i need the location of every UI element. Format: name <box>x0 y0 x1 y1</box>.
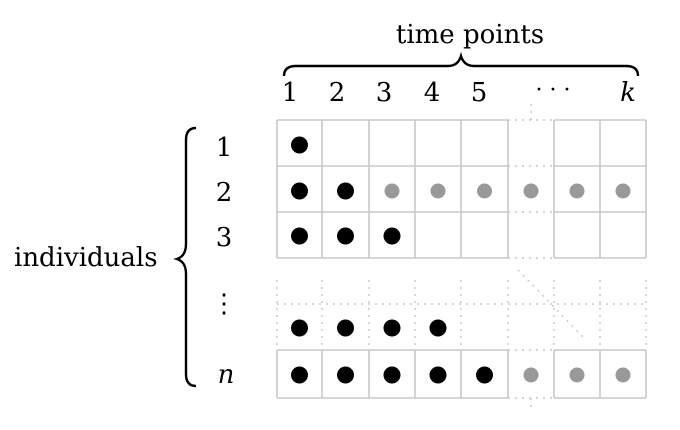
individuals-axis-label: individuals <box>14 243 158 273</box>
row-label-3: 3 <box>215 223 233 253</box>
dot-observed <box>291 366 308 384</box>
column-label-2: 2 <box>328 78 346 108</box>
grid-diagonal-dots <box>517 269 585 339</box>
dot-observed <box>337 319 354 337</box>
column-label-ellipsis: · · · <box>535 78 571 103</box>
dot-observed <box>291 136 308 154</box>
dot-missing <box>615 183 631 199</box>
dot-observed <box>291 319 308 337</box>
dot-observed <box>383 366 401 384</box>
dot-observed <box>476 366 493 384</box>
dot-missing <box>523 367 539 383</box>
time-brace <box>282 51 640 77</box>
dot-missing <box>569 183 585 199</box>
dot-missing <box>615 367 631 383</box>
dot-observed <box>291 227 308 245</box>
row-label-1: 1 <box>215 133 233 163</box>
dot-observed <box>337 366 354 384</box>
dot-missing <box>569 367 585 383</box>
dot-observed <box>337 227 354 245</box>
dot-observed <box>429 319 447 337</box>
dot-observed <box>429 366 447 384</box>
dot-observed <box>337 182 354 200</box>
column-label-4: 4 <box>423 78 441 108</box>
dot-observed <box>291 182 308 200</box>
time-axis-label: time points <box>395 20 545 50</box>
row-label-ellipsis: ⋮ <box>211 289 237 319</box>
column-label-5: 5 <box>470 78 488 108</box>
row-label-n: n <box>217 360 235 390</box>
individuals-brace <box>173 126 197 388</box>
row-label-2: 2 <box>215 178 233 208</box>
dot-missing <box>430 183 446 199</box>
dot-observed <box>383 227 401 245</box>
column-label-k: k <box>620 78 636 108</box>
dot-missing <box>477 183 492 199</box>
column-label-1: 1 <box>281 78 299 108</box>
dot-missing <box>523 183 539 199</box>
dots-layer <box>291 136 631 384</box>
column-label-3: 3 <box>375 78 393 108</box>
grid-lines <box>276 104 647 410</box>
dot-observed <box>383 319 401 337</box>
dot-missing <box>384 183 400 199</box>
